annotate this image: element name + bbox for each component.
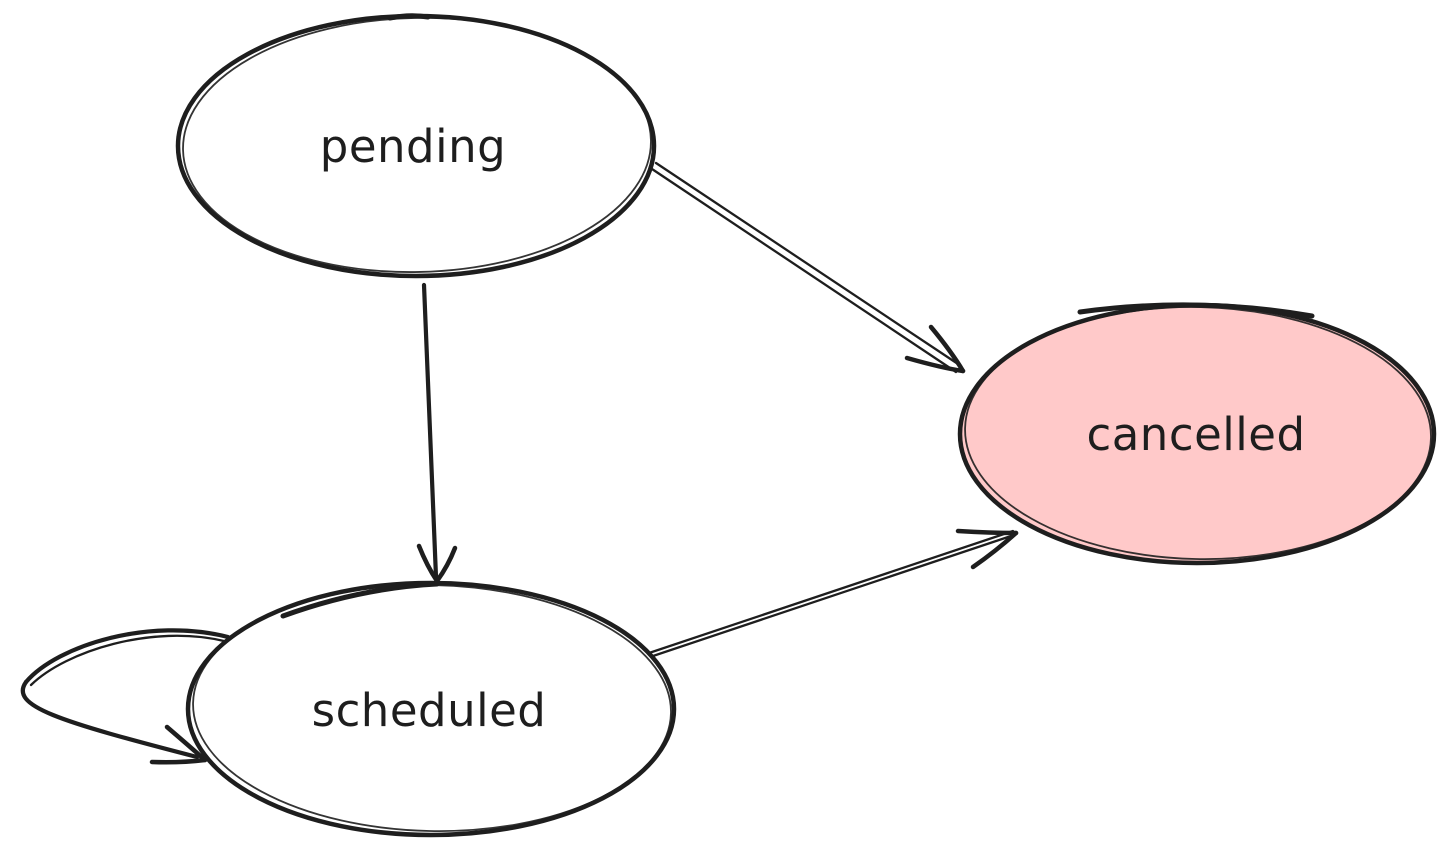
arrowhead-icon [928,324,966,374]
arrowhead-icon [416,543,440,584]
edge-line [647,529,1015,655]
edge-line [20,679,200,760]
arrowhead-icon [434,545,458,584]
edge-scheduled-to-cancelled[interactable] [647,528,1019,659]
edge-line [29,634,226,687]
node-cancelled-accent [1077,302,1315,319]
edge-scheduled-self-loop[interactable] [20,628,231,765]
node-cancelled-label: cancelled [1086,408,1305,461]
node-scheduled-label: scheduled [312,684,547,737]
edge-line [421,282,439,580]
arrowhead-icon [164,724,208,763]
edge-line [654,161,963,368]
arrowhead-icon [904,355,966,374]
arrowhead-icon [149,757,208,765]
node-pending-label: pending [320,120,506,173]
edge-pending-to-scheduled[interactable] [416,282,458,584]
edge-line [23,628,231,685]
edge-line [648,533,1016,659]
edge-line [650,167,958,374]
node-pending[interactable]: pending [175,13,657,279]
node-scheduled[interactable]: scheduled [185,580,677,838]
arrowhead-icon [970,530,1019,570]
arrowhead-icon [955,528,1019,536]
node-pending-accent [387,13,431,21]
edge-pending-to-cancelled[interactable] [650,161,966,374]
node-scheduled-accent [280,581,440,619]
node-cancelled[interactable]: cancelled [957,302,1437,566]
